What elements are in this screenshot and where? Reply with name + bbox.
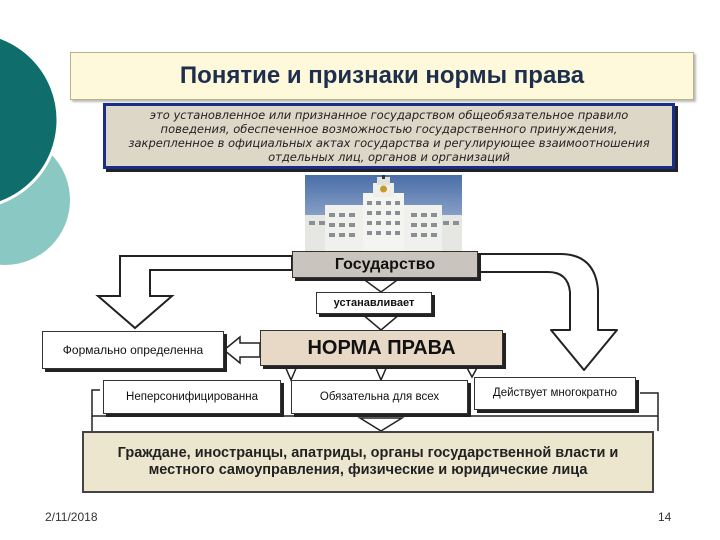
arrow-norm-binding xyxy=(373,365,389,382)
features-connector xyxy=(91,389,659,431)
subjects-box: Граждане, иностранцы, апатриды, органы г… xyxy=(82,431,654,493)
teal-circle-dark xyxy=(0,37,58,203)
footer-page-number: 14 xyxy=(658,510,672,524)
government-building-image xyxy=(305,175,462,259)
feature-repeated-box: Действует многократно xyxy=(474,377,636,410)
slide-title: Понятие и признаки нормы права xyxy=(70,52,694,100)
arrow-norm-formal xyxy=(222,335,261,365)
state-box: Государство xyxy=(292,251,478,278)
definition-box: это установленное или признанное государ… xyxy=(103,103,675,169)
footer-date: 2/11/2018 xyxy=(45,510,98,524)
feature-binding-box: Обязательна для всех xyxy=(291,380,468,414)
arrow-left-down xyxy=(95,255,293,330)
establishes-box: устанавливает xyxy=(316,292,432,314)
legal-norm-box: НОРМА ПРАВА xyxy=(260,330,503,366)
arrow-state-establishes xyxy=(359,277,403,293)
arrow-norm-nonpersonal xyxy=(283,365,299,382)
arrow-features-subjects xyxy=(357,417,405,432)
arrow-establishes-norm xyxy=(359,313,403,331)
arrow-norm-repeated xyxy=(464,365,480,379)
feature-nonpersonal-box: Неперсонифицированна xyxy=(103,380,281,414)
feature-formal-box: Формально определенна xyxy=(42,331,224,369)
arrow-right-down xyxy=(477,253,618,371)
